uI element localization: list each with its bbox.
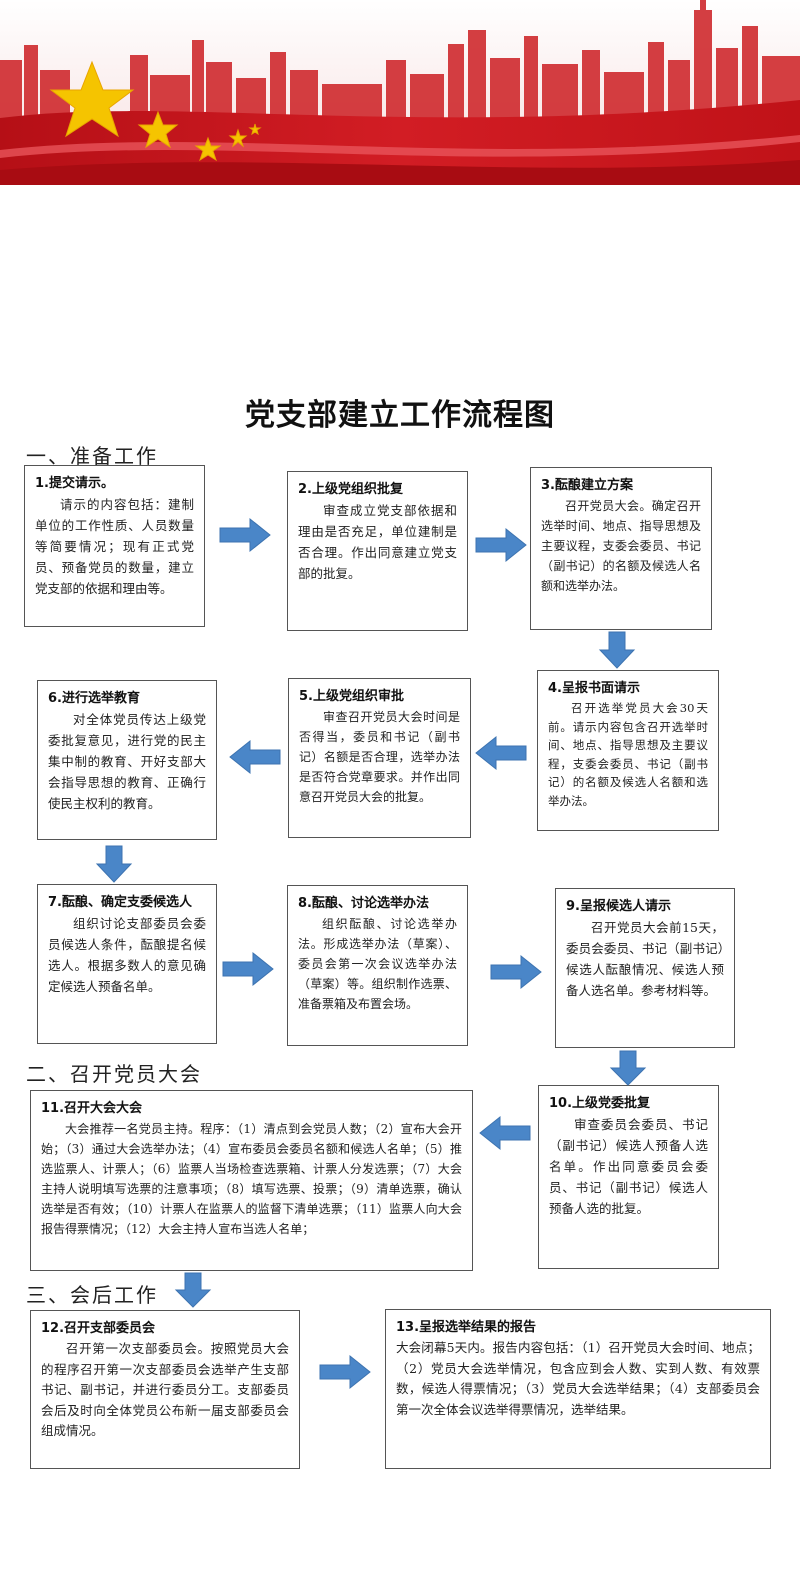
arrow-right-icon [222, 951, 274, 987]
step-body-2: 审查成立党支部依据和理由是否充足，单位建制是否合理。作出同意建立党支部的批复。 [298, 503, 457, 581]
step-body-8: 组织酝酿、讨论选举办法。形成选举办法（草案）、委员会第一次会议选举办法（草案）等… [298, 917, 457, 1011]
step-box-12: 12.召开支部委员会 召开第一次支部委员会。按照党员大会的程序召开第一次支部委员… [30, 1310, 300, 1469]
step-box-9: 9.呈报候选人请示 召开党员大会前15天，委员会委员、书记（副书记）候选人酝酿情… [555, 888, 735, 1048]
step-box-5: 5.上级党组织审批 审查召开党员大会时间是否得当，委员和书记（副书记）名额是否合… [288, 678, 471, 838]
step-title-7: 7.酝酿、确定支委候选人 [48, 895, 192, 910]
step-body-4: 召开选举党员大会30天前。请示内容包含召开选举时间、地点、指导思想及主要议程，支… [548, 701, 708, 808]
step-body-12: 召开第一次支部委员会。按照党员大会的程序召开第一次支部委员会选举产生支部书记、副… [41, 1341, 289, 1438]
step-body-10: 审查委员会委员、书记（副书记）候选人预备人选名单。作出同意委员会委员、书记（副书… [549, 1117, 708, 1216]
step-title-6: 6.进行选举教育 [48, 691, 140, 706]
step-body-6: 对全体党员传达上级党委批复意见，进行党的民主集中制的教育、开好支部大会指导思想的… [48, 712, 206, 811]
arrow-left-icon [475, 735, 527, 771]
step-title-8: 8.酝酿、讨论选举办法 [298, 896, 429, 911]
step-box-13: 13.呈报选举结果的报告 大会闭幕5天内。报告内容包括：（1）召开党员大会时间、… [385, 1309, 771, 1469]
arrow-left-icon [229, 739, 281, 775]
arrow-right-icon [475, 527, 527, 563]
step-box-6: 6.进行选举教育 对全体党员传达上级党委批复意见，进行党的民主集中制的教育、开好… [37, 680, 217, 840]
step-box-11: 11.召开大会大会 大会推荐一名党员主持。程序：（1）清点到会党员人数；（2）宣… [30, 1090, 473, 1271]
step-box-1: 1.提交请示。 请示的内容包括：建制单位的工作性质、人员数量等简要情况；现有正式… [24, 465, 205, 627]
arrow-right-icon [490, 954, 542, 990]
arrow-down-icon [598, 631, 636, 669]
page-title: 党支部建立工作流程图 [245, 398, 555, 433]
arrow-down-icon [609, 1050, 647, 1086]
step-title-11: 11.召开大会大会 [41, 1101, 143, 1116]
step-body-9: 召开党员大会前15天，委员会委员、书记（副书记）候选人酝酿情况、候选人预备人选名… [566, 920, 724, 998]
step-title-1: 1.提交请示。 [35, 476, 114, 491]
arrow-right-icon [219, 517, 271, 553]
star-icon [49, 60, 262, 162]
step-box-7: 7.酝酿、确定支委候选人 组织讨论支部委员会委员候选人条件，酝酿提名候选人。根据… [37, 884, 217, 1044]
step-title-9: 9.呈报候选人请示 [566, 899, 671, 914]
section-meeting-heading: 二、召开党员大会 [26, 1062, 202, 1086]
step-body-5: 审查召开党员大会时间是否得当，委员和书记（副书记）名额是否合理，选举办法是否符合… [299, 710, 460, 804]
step-title-5: 5.上级党组织审批 [299, 689, 404, 704]
step-body-11: 大会推荐一名党员主持。程序：（1）清点到会党员人数；（2）宣布大会开始；（3）通… [41, 1122, 462, 1236]
step-title-4: 4.呈报书面请示 [548, 681, 640, 696]
section-prepare-heading: 一、准备工作 [26, 444, 158, 468]
step-body-3: 召开党员大会。确定召开选举时间、地点、指导思想及主要议程，支委会委员、书记（副书… [541, 499, 701, 593]
step-title-3: 3.酝酿建立方案 [541, 478, 633, 493]
arrow-down-icon [174, 1272, 212, 1308]
section-after-heading: 三、会后工作 [26, 1283, 158, 1307]
arrow-left-icon [479, 1115, 531, 1151]
step-body-1: 请示的内容包括：建制单位的工作性质、人员数量等简要情况；现有正式党员、预备党员的… [35, 497, 194, 596]
step-title-12: 12.召开支部委员会 [41, 1321, 156, 1336]
step-box-8: 8.酝酿、讨论选举办法 组织酝酿、讨论选举办法。形成选举办法（草案）、委员会第一… [287, 885, 468, 1046]
step-title-13: 13.呈报选举结果的报告 [396, 1320, 537, 1335]
step-box-10: 10.上级党委批复 审查委员会委员、书记（副书记）候选人预备人选名单。作出同意委… [538, 1085, 719, 1269]
header-banner [0, 0, 800, 185]
arrow-right-icon [319, 1354, 371, 1390]
step-body-13: 大会闭幕5天内。报告内容包括：（1）召开党员大会时间、地点；（2）党员大会选举情… [396, 1340, 760, 1417]
arrow-down-icon [95, 845, 133, 883]
step-box-3: 3.酝酿建立方案 召开党员大会。确定召开选举时间、地点、指导思想及主要议程，支委… [530, 467, 712, 630]
step-title-2: 2.上级党组织批复 [298, 482, 403, 497]
step-box-2: 2.上级党组织批复 审查成立党支部依据和理由是否充足，单位建制是否合理。作出同意… [287, 471, 468, 631]
step-box-4: 4.呈报书面请示 召开选举党员大会30天前。请示内容包含召开选举时间、地点、指导… [537, 670, 719, 831]
step-title-10: 10.上级党委批复 [549, 1096, 651, 1111]
step-body-7: 组织讨论支部委员会委员候选人条件，酝酿提名候选人。根据多数人的意见确定候选人预备… [48, 916, 206, 994]
